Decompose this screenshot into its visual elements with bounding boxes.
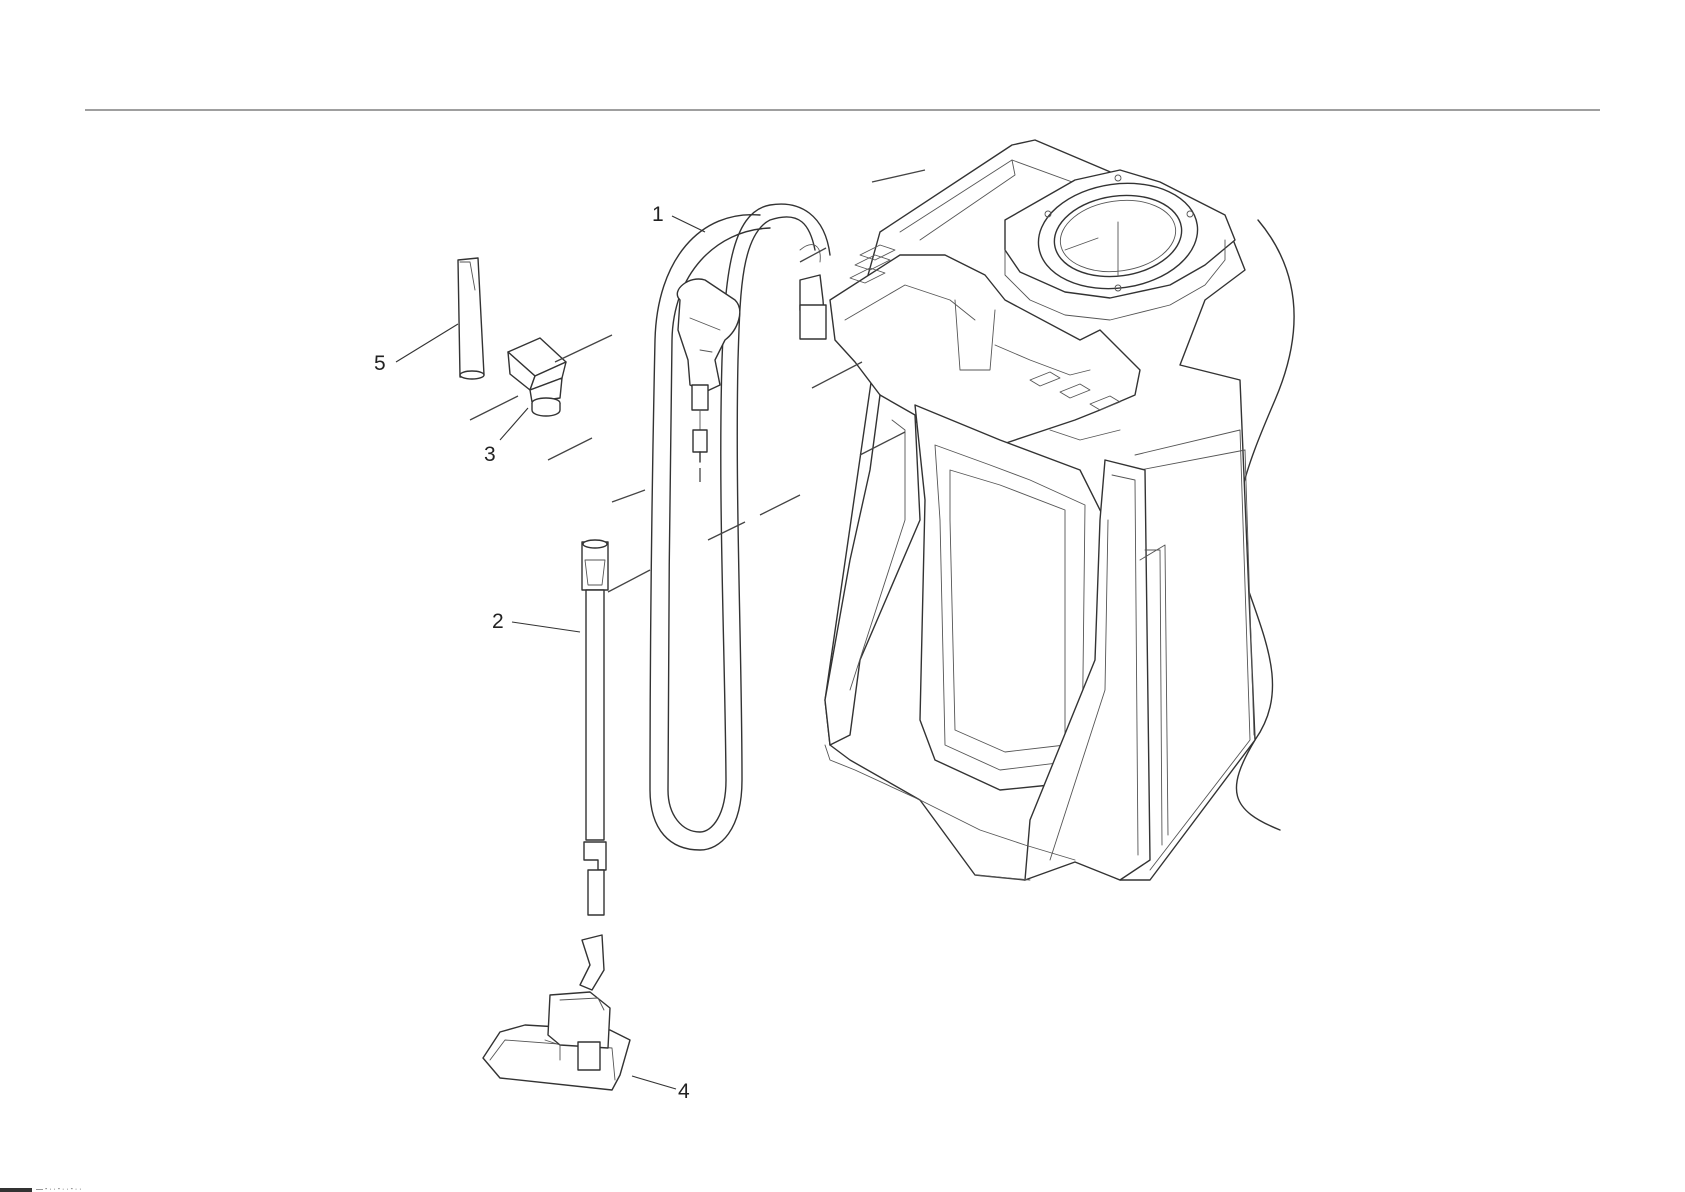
footer-text: — - · · - · · - · · [36,1186,81,1192]
callout-4: 4 [632,1076,690,1103]
upholstery-nozzle [508,338,566,416]
callout-5-number: 5 [374,352,386,375]
callout-3-number: 3 [484,443,496,466]
vacuum-housing [825,140,1294,880]
hose [650,204,830,850]
callout-2: 2 [492,610,580,633]
callout-1: 1 [652,203,705,232]
callout-2-number: 2 [492,610,504,633]
callout-1-number: 1 [652,203,664,226]
callout-4-number: 4 [678,1080,690,1103]
floor-nozzle [483,935,630,1090]
callout-3: 3 [484,408,528,466]
footer-mark [0,1188,32,1192]
crevice-nozzle [458,258,484,379]
callout-5: 5 [374,324,458,375]
suction-tube [582,540,608,915]
